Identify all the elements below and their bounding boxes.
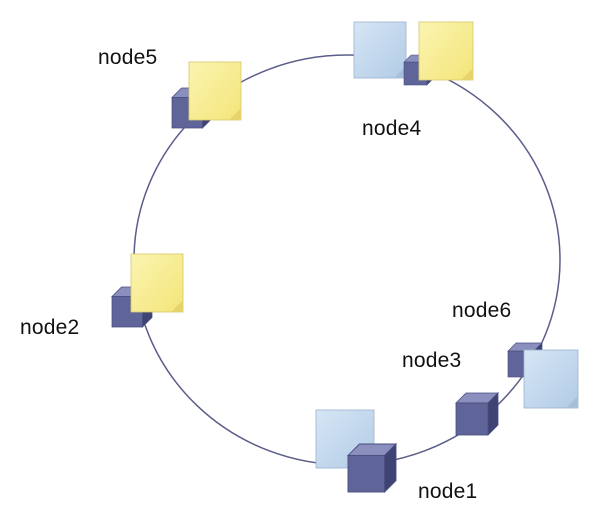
server-cube-icon <box>455 392 499 436</box>
node1-group <box>315 409 397 493</box>
blue-note-icon <box>523 349 579 409</box>
blue-note-icon <box>353 21 407 79</box>
node2-label: node2 <box>20 316 80 339</box>
node6-label: node6 <box>452 299 512 322</box>
yellow-note-icon <box>130 253 184 313</box>
node5-label: node5 <box>98 46 158 69</box>
yellow-note-icon <box>418 21 474 81</box>
node4-group <box>353 21 474 86</box>
node3-group <box>455 392 499 436</box>
node6-group <box>507 342 579 409</box>
node3-label: node3 <box>402 349 462 372</box>
node5-group <box>171 61 242 129</box>
node2-group <box>111 253 184 328</box>
server-cube-icon <box>347 443 397 493</box>
node1-label: node1 <box>418 480 478 503</box>
yellow-note-icon <box>188 61 242 121</box>
node4-label: node4 <box>362 117 422 140</box>
